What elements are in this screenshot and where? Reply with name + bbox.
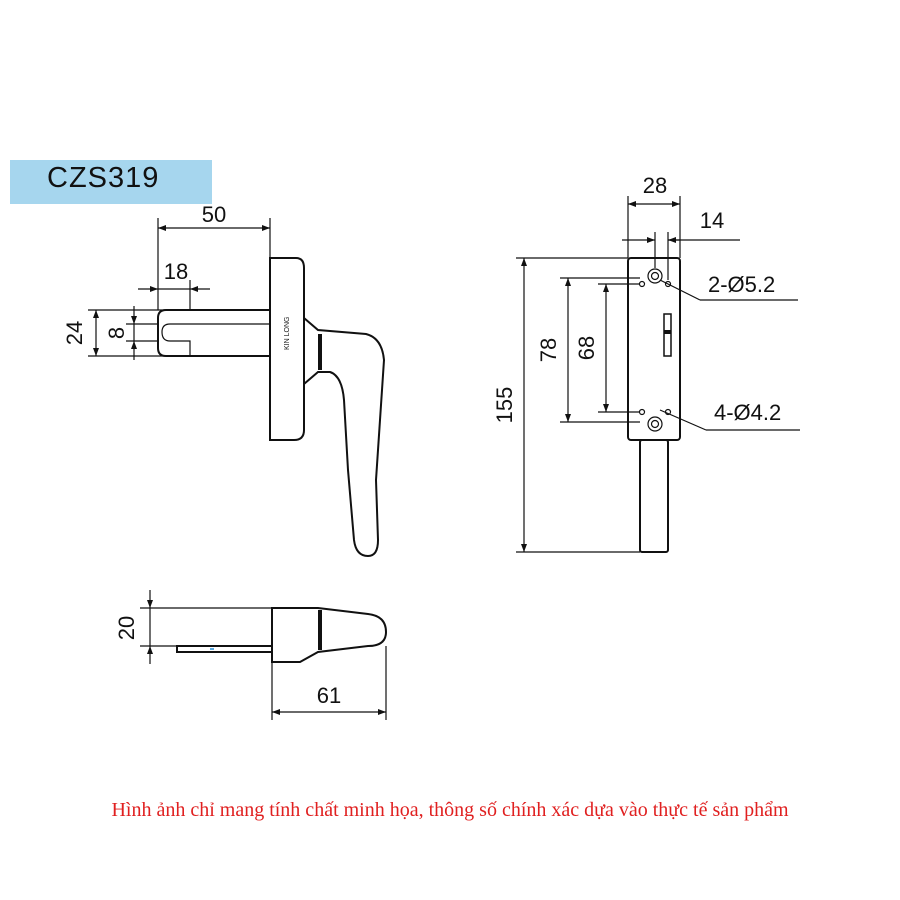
brand-mark: KIN LONG [284, 317, 291, 350]
dim-155: 155 [492, 387, 517, 424]
model-label-box [10, 160, 212, 204]
side-view: 20 61 [114, 590, 388, 720]
front-view: KIN LONG 50 18 24 8 [62, 202, 386, 558]
dim-61: 61 [317, 683, 341, 708]
dim-8: 8 [104, 327, 129, 339]
dim-holes-large: 2-Ø5.2 [708, 272, 775, 297]
dim-14: 14 [700, 208, 724, 233]
dim-holes-small: 4-Ø4.2 [714, 400, 781, 425]
dim-78: 78 [536, 338, 561, 362]
dim-18: 18 [164, 259, 188, 284]
dim-68: 68 [574, 336, 599, 360]
disclaimer-text: Hình ảnh chỉ mang tính chất minh họa, th… [111, 799, 789, 821]
dim-28: 28 [643, 173, 667, 198]
dim-24: 24 [62, 321, 87, 345]
rear-view: 28 14 155 78 68 2-Ø5.2 4-Ø4.2 [492, 173, 800, 553]
dim-20: 20 [114, 616, 139, 640]
dim-50: 50 [202, 202, 226, 227]
model-label: CZS319 [47, 162, 160, 194]
